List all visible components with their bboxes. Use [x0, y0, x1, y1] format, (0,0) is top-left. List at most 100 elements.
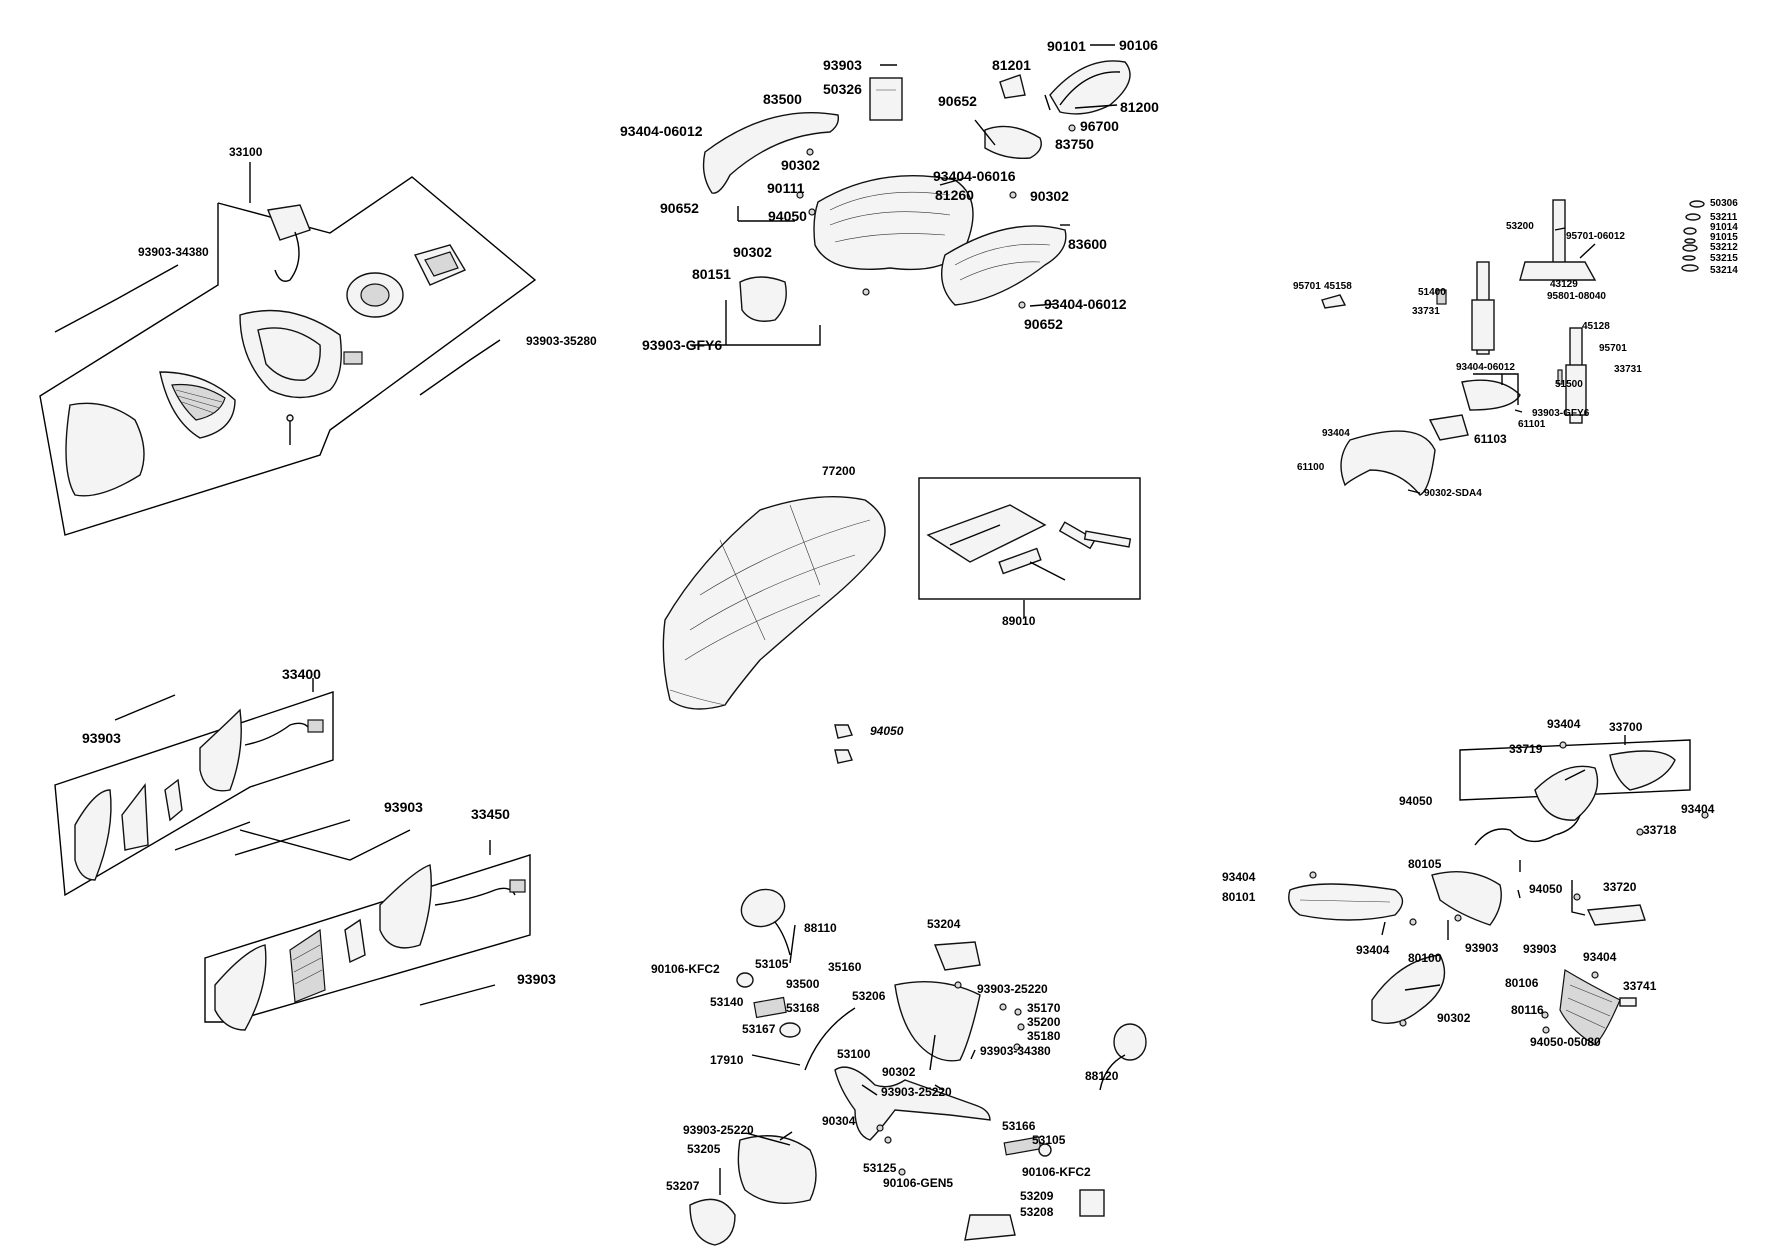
handlebar-cover-front — [894, 981, 981, 1062]
rear-bracket — [1431, 870, 1502, 926]
part-label: 93903 — [384, 799, 423, 815]
part-label: 80106 — [1505, 976, 1539, 990]
taillight-lens — [1609, 750, 1676, 791]
part-label: 35170 — [1027, 1001, 1061, 1015]
winker-assembly — [54, 678, 531, 1031]
fender-bracket — [1428, 414, 1469, 441]
winker-reflector-right — [289, 928, 326, 1003]
part-label: 33719 — [1509, 742, 1543, 756]
winker-lens-right — [214, 944, 267, 1031]
front-fender — [1340, 430, 1436, 496]
part-label: 90302 — [1437, 1011, 1471, 1025]
part-label: 61103 — [1474, 432, 1507, 446]
part-label: 93404-06012 — [1456, 362, 1515, 373]
part-label: 81260 — [935, 187, 974, 203]
part-label: 94050 — [1399, 794, 1433, 808]
handlebar — [834, 1066, 991, 1141]
part-label: 53207 — [666, 1179, 700, 1193]
part-label: 83750 — [1055, 136, 1094, 152]
part-label: 33450 — [471, 806, 510, 822]
part-label: 53166 — [1002, 1119, 1036, 1133]
part-label: 33400 — [282, 666, 321, 682]
grip-end — [1079, 1189, 1105, 1217]
part-label: 93903-35280 — [526, 334, 597, 348]
part-label: 33700 — [1609, 720, 1643, 734]
part-label: 94050-05080 — [1530, 1035, 1601, 1049]
part-label: 95701 — [1293, 281, 1321, 292]
part-label: 90106-KFC2 — [1022, 1165, 1091, 1179]
rear-tray — [1288, 883, 1404, 921]
part-label: 94050 — [870, 724, 904, 738]
side-cover-left — [702, 112, 840, 194]
part-label: 45158 — [1324, 281, 1352, 292]
part-label: 33100 — [229, 145, 263, 159]
part-label: 77200 — [822, 464, 856, 478]
reflector-33741 — [1619, 997, 1637, 1007]
part-label: 90106-KFC2 — [651, 962, 720, 976]
part-label: 80116 — [1511, 1003, 1544, 1017]
part-label: 50306 — [1710, 198, 1738, 209]
part-label: 95701-06012 — [1566, 231, 1625, 242]
part-label: 50326 — [823, 81, 862, 97]
front-fork-assembly — [1321, 199, 1705, 496]
part-label: 53204 — [927, 917, 961, 931]
handlebar-cover-small — [689, 1198, 736, 1246]
part-label: 90106-GEN5 — [883, 1176, 954, 1190]
part-label: 80105 — [1408, 857, 1442, 871]
part-label: 93404-06012 — [1044, 296, 1127, 312]
part-label: 81201 — [992, 57, 1031, 73]
part-label: 80151 — [692, 266, 731, 282]
part-label: 94050 — [768, 208, 807, 224]
part-label: 53167 — [742, 1022, 776, 1036]
part-label: 93404-06016 — [933, 168, 1016, 184]
part-label: 93903-GFY6 — [642, 337, 723, 353]
part-label: 35160 — [828, 960, 862, 974]
part-label: 90304 — [822, 1114, 856, 1128]
part-label: 90302 — [1030, 188, 1069, 204]
part-label: 33718 — [1643, 823, 1677, 837]
tool-bag — [926, 504, 1047, 563]
tail-assembly — [1288, 735, 1709, 1046]
part-label: 17910 — [710, 1053, 744, 1067]
part-label: 80100 — [1408, 951, 1442, 965]
part-label: 53125 — [863, 1161, 897, 1175]
part-label: 93903 — [82, 730, 121, 746]
grip-end-cap — [964, 1214, 1016, 1241]
headlight-module — [267, 204, 311, 241]
part-label: 53206 — [852, 989, 886, 1003]
part-label: 94050 — [1529, 882, 1563, 896]
part-label: 88120 — [1085, 1069, 1119, 1083]
headlight-lens — [65, 402, 145, 497]
part-label: 51500 — [1555, 379, 1583, 390]
part-label: 53200 — [1506, 221, 1534, 232]
part-label: 90106 — [1119, 37, 1158, 53]
part-label: 90652 — [1024, 316, 1063, 332]
part-label: 93903 — [517, 971, 556, 987]
part-label: 53212 — [1710, 242, 1738, 253]
part-label: 93903-34380 — [138, 245, 209, 259]
part-label: 91015 — [1710, 232, 1738, 243]
part-label: 88110 — [804, 921, 837, 935]
part-label: 33720 — [1603, 880, 1637, 894]
part-label: 93903-GFY6 — [1532, 408, 1590, 419]
part-label: 93404 — [1222, 870, 1256, 884]
part-label: 93404 — [1547, 717, 1581, 731]
taillight-housing — [1534, 765, 1599, 821]
part-label: 93404-06012 — [620, 123, 703, 139]
part-label: 93903 — [1465, 941, 1499, 955]
carrier-bracket — [999, 74, 1026, 99]
part-label: 45128 — [1582, 321, 1610, 332]
rear-cover — [984, 125, 1042, 159]
front-fender-inner — [1461, 379, 1521, 411]
headlight-assembly — [39, 162, 537, 536]
part-label: 81200 — [1120, 99, 1159, 115]
document-card — [869, 77, 903, 121]
part-label: 83600 — [1068, 236, 1107, 252]
toolkit-box — [918, 477, 1141, 600]
part-label: 93500 — [786, 977, 820, 991]
part-label: 90652 — [660, 200, 699, 216]
screwdriver — [998, 547, 1042, 575]
small-bracket — [739, 276, 787, 322]
